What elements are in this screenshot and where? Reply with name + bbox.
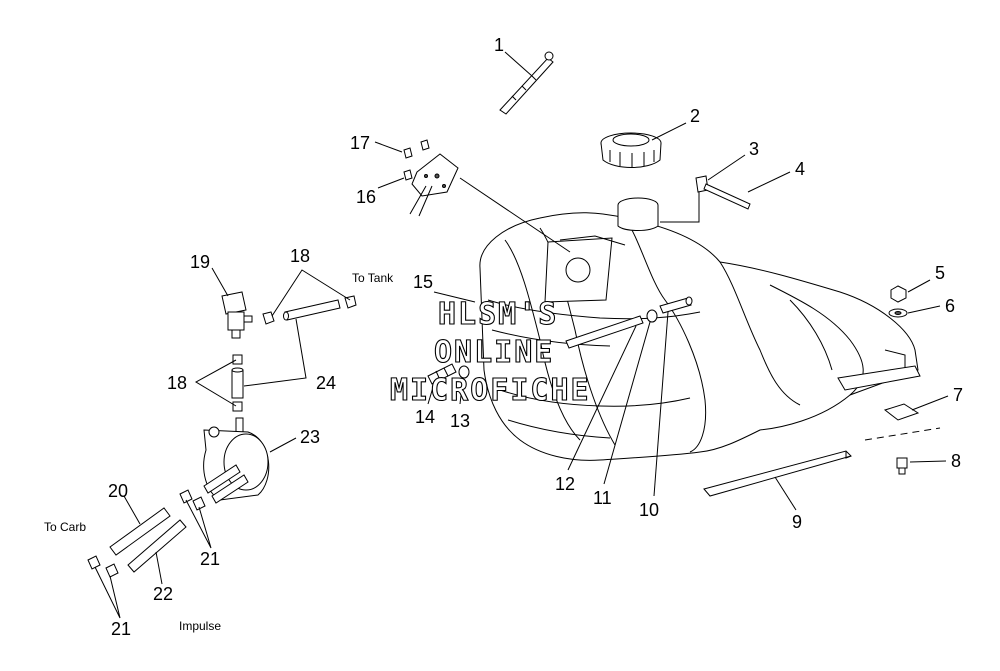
callout-15: 15 xyxy=(413,272,433,292)
part-gauge-plate xyxy=(409,153,571,253)
part-nut xyxy=(890,285,907,303)
note-to-carb: To Carb xyxy=(44,520,86,534)
callout-16: 16 xyxy=(356,187,376,207)
callout-22: 22 xyxy=(153,584,173,604)
callout-1: 1 xyxy=(494,35,504,55)
callout-13: 13 xyxy=(450,411,470,431)
callout-10: 10 xyxy=(639,500,659,520)
callout-19: 19 xyxy=(190,252,210,272)
callout-labels: 1 2 3 4 5 6 7 8 9 10 11 12 13 14 15 16 1… xyxy=(108,35,963,639)
callout-8: 8 xyxy=(951,451,961,471)
callout-7: 7 xyxy=(953,385,963,405)
leader-lines xyxy=(94,51,949,619)
part-hose-12 xyxy=(565,315,644,349)
watermark-line-3: MICROFICHE xyxy=(390,373,591,408)
part-fuel-pump xyxy=(203,417,270,504)
part-fitting-14 xyxy=(427,363,457,385)
watermark: HLSM'S ONLINE MICROFICHE xyxy=(389,296,591,408)
callout-17: 17 xyxy=(350,133,370,153)
callout-24: 24 xyxy=(316,373,336,393)
watermark-line-1: HLSM'S xyxy=(438,297,558,332)
callout-12: 12 xyxy=(555,474,575,494)
callout-11: 11 xyxy=(593,488,612,508)
part-clamp-11 xyxy=(646,309,658,323)
dashed-guide xyxy=(864,427,941,441)
callout-23: 23 xyxy=(300,427,320,447)
part-clamps-18 xyxy=(232,295,357,412)
callout-9: 9 xyxy=(792,512,802,532)
callout-21-lower: 21 xyxy=(111,619,131,639)
note-impulse: Impulse xyxy=(179,619,221,633)
callout-6: 6 xyxy=(945,296,955,316)
callout-2: 2 xyxy=(690,106,700,126)
callout-14: 14 xyxy=(415,407,435,427)
fuel-tank xyxy=(479,197,921,461)
part-clamps-21 xyxy=(87,489,206,578)
part-hose-22 xyxy=(127,519,187,573)
part-foam-strip xyxy=(703,450,852,497)
part-vent-hose xyxy=(703,183,751,210)
part-washer xyxy=(888,308,908,318)
watermark-line-2: ONLINE xyxy=(434,335,554,370)
callout-5: 5 xyxy=(935,263,945,283)
part-vent-fitting xyxy=(660,175,709,223)
callout-20: 20 xyxy=(108,481,128,501)
callout-3: 3 xyxy=(749,139,759,159)
part-shutoff-valve xyxy=(221,291,253,339)
part-pad xyxy=(883,403,920,421)
part-hoses-24 xyxy=(231,299,341,399)
part-fuel-gauge xyxy=(499,51,554,115)
part-filler-cap xyxy=(600,132,662,168)
flow-notes: To Tank To Carb Impulse xyxy=(44,271,394,633)
part-fuel-hose-10 xyxy=(659,296,693,314)
part-bolt xyxy=(896,457,908,475)
callout-18-left: 18 xyxy=(167,373,187,393)
part-screws xyxy=(403,139,430,181)
note-to-tank: To Tank xyxy=(352,271,394,285)
callout-18-top: 18 xyxy=(290,246,310,266)
part-hose-20 xyxy=(109,507,171,556)
callout-4: 4 xyxy=(795,159,805,179)
part-clamp-13 xyxy=(458,365,470,379)
callout-21-upper: 21 xyxy=(200,549,220,569)
